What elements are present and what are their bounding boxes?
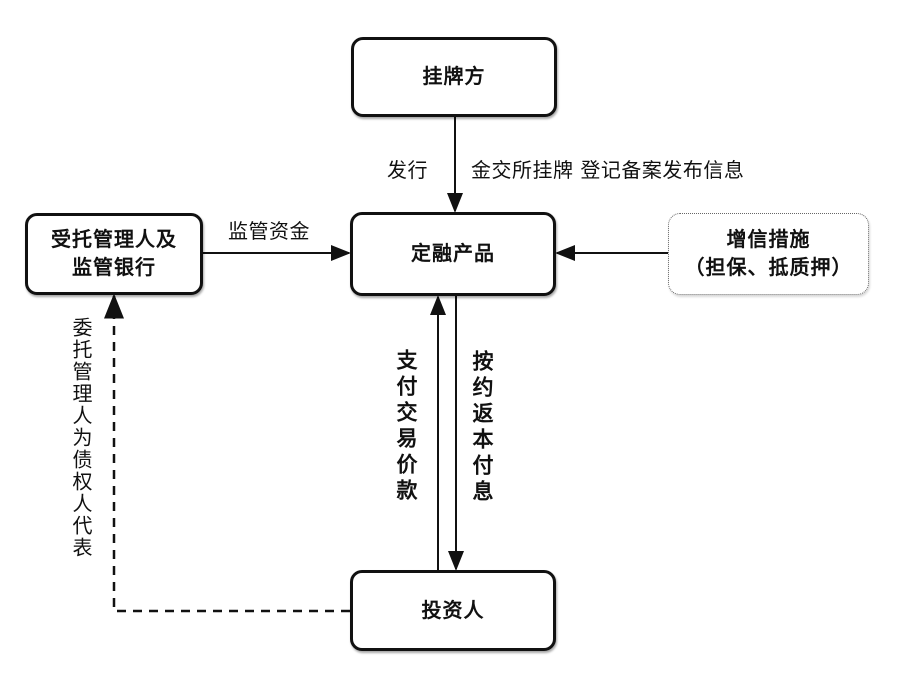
- repay-principal-interest-label: 按约返本付息: [470, 350, 494, 506]
- creditor-representative-label: 委托管理人为债权人代表: [69, 317, 93, 559]
- pay-price-label: 支付交易价款: [394, 349, 418, 505]
- product-node: 定融产品: [350, 212, 556, 296]
- product-label: 定融产品: [411, 241, 495, 266]
- investor-node: 投资人: [350, 570, 556, 651]
- issue-edge-label: 发行: [387, 158, 428, 182]
- trustee-label: 受托管理人及 监管银行: [51, 227, 177, 279]
- issuer-node: 挂牌方: [351, 37, 557, 117]
- credit-enhancement-label: 增信措施 （担保、抵质押）: [684, 227, 853, 279]
- investor-label: 投资人: [421, 597, 485, 622]
- listing-edge-label: 金交所挂牌 登记备案发布信息: [471, 158, 745, 182]
- supervised-funds-label: 监管资金: [228, 219, 310, 243]
- trustee-node: 受托管理人及 监管银行: [25, 213, 203, 295]
- credit-enhancement-node: 增信措施 （担保、抵质押）: [668, 213, 869, 295]
- investor-to-trustee-dashed-arrow: [104, 293, 350, 613]
- issuer-label: 挂牌方: [422, 64, 486, 89]
